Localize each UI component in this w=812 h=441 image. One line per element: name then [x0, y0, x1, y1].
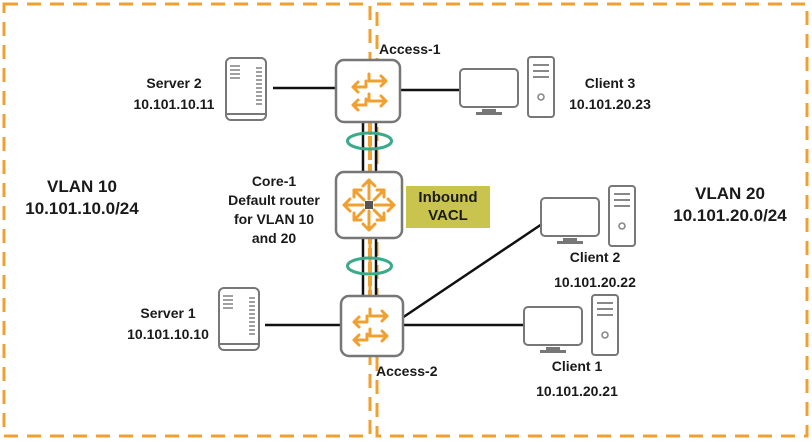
server2-ip: 10.101.10.11 — [133, 96, 215, 112]
server2-name: Server 2 — [146, 75, 202, 91]
workstation-icon[interactable] — [523, 294, 619, 356]
core1-desc-1: Default router — [228, 192, 320, 208]
vlan20-subnet: 10.101.20.0/24 — [673, 206, 787, 225]
vacl-line1: Inbound — [418, 189, 478, 206]
client1-ip: 10.101.20.21 — [536, 383, 618, 399]
vlan20-name: VLAN 20 — [695, 184, 765, 203]
client2-name: Client 2 — [569, 249, 621, 265]
access1-label: Access-1 — [379, 41, 441, 57]
vlan10-subnet: 10.101.10.0/24 — [25, 199, 139, 218]
core1-label: Core-1 Default router for VLAN 10 and 20 — [218, 172, 330, 248]
client3-name: Client 3 — [584, 75, 636, 91]
server1-ip: 10.101.10.10 — [127, 326, 209, 342]
lag-ring-icon — [346, 131, 393, 151]
workstation-icon[interactable] — [540, 185, 636, 247]
links — [265, 86, 543, 327]
client3-ip: 10.101.20.23 — [569, 96, 651, 112]
vlan10-name: VLAN 10 — [47, 177, 117, 196]
server1-name: Server 1 — [140, 305, 196, 321]
client1-name: Client 1 — [551, 358, 603, 374]
workstation-icon[interactable] — [459, 56, 555, 118]
client3-label: Client 3 10.101.20.23 — [560, 74, 660, 114]
server1-label: Server 1 10.101.10.10 — [118, 304, 218, 344]
link-access2-client2 — [401, 222, 543, 320]
server2-label: Server 2 10.101.10.11 — [124, 74, 224, 114]
core1-desc-3: and 20 — [251, 230, 297, 246]
inbound-vacl-badge: Inbound VACL — [406, 186, 490, 228]
access2-label: Access-2 — [376, 363, 438, 379]
core1-desc-2: for VLAN 10 — [233, 211, 315, 227]
core1-name: Core-1 — [251, 173, 297, 189]
vlan10-label: VLAN 10 10.101.10.0/24 — [12, 176, 152, 220]
client2-ip: 10.101.20.22 — [554, 274, 636, 290]
server-icon[interactable] — [225, 57, 267, 121]
client2-label: Client 2 10.101.20.22 — [540, 248, 650, 292]
vacl-line2: VACL — [428, 207, 468, 224]
client1-label: Client 1 10.101.20.21 — [522, 357, 632, 401]
server-icon[interactable] — [218, 287, 260, 351]
access-switch-icon[interactable] — [334, 58, 402, 124]
core-router-icon[interactable] — [334, 170, 404, 240]
access-switch-icon[interactable] — [339, 294, 405, 358]
vlan20-label: VLAN 20 10.101.20.0/24 — [660, 183, 800, 227]
lag-ring-icon — [346, 256, 393, 276]
